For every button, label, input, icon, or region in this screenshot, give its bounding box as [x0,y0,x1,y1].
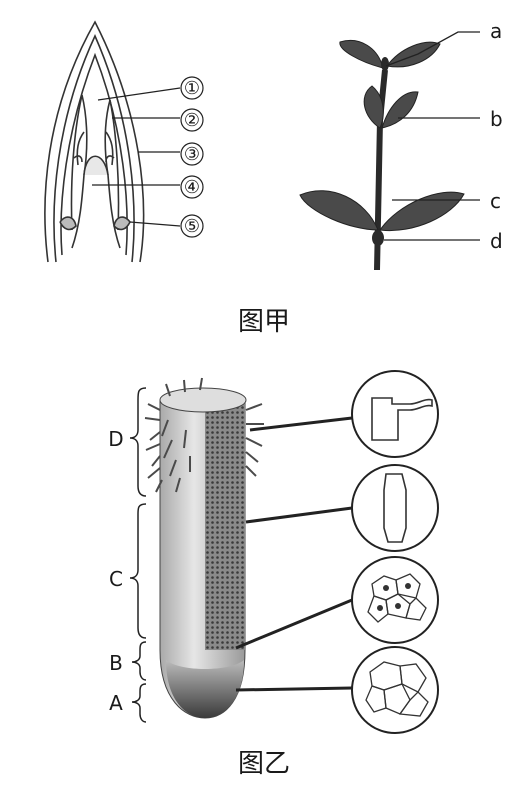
cell-root-hair [351,370,439,458]
shoot-leader-lines [384,31,480,241]
caption-jia: 图甲 [238,307,290,337]
zone-label-c: C [109,567,123,591]
bud-leader-lines [92,87,181,227]
bud-label-1: ① [184,78,200,99]
zone-braces [129,387,147,723]
caption-yi: 图乙 [238,749,290,779]
bud-section [44,20,145,263]
zone-label-b: B [109,651,123,675]
cell-elongation [351,464,439,552]
shoot-label-d: d [490,229,503,253]
bud-label-4: ④ [184,177,200,198]
root-tip [144,377,264,719]
cell-leader-lines [235,416,353,692]
bud-labels: ① ② ③ ④ ⑤ [180,76,204,238]
zone-label-d: D [108,427,123,451]
cell-meristem [351,556,439,644]
zone-label-a: A [109,691,123,715]
bud-label-3: ③ [184,144,200,165]
shoot-label-a: a [490,19,502,43]
shoot-label-c: c [490,189,501,213]
shoot-label-b: b [490,107,503,131]
bud-label-5: ⑤ [184,216,200,237]
leafy-shoot [299,40,465,271]
bud-label-2: ② [184,110,200,131]
cell-root-cap [351,646,439,734]
